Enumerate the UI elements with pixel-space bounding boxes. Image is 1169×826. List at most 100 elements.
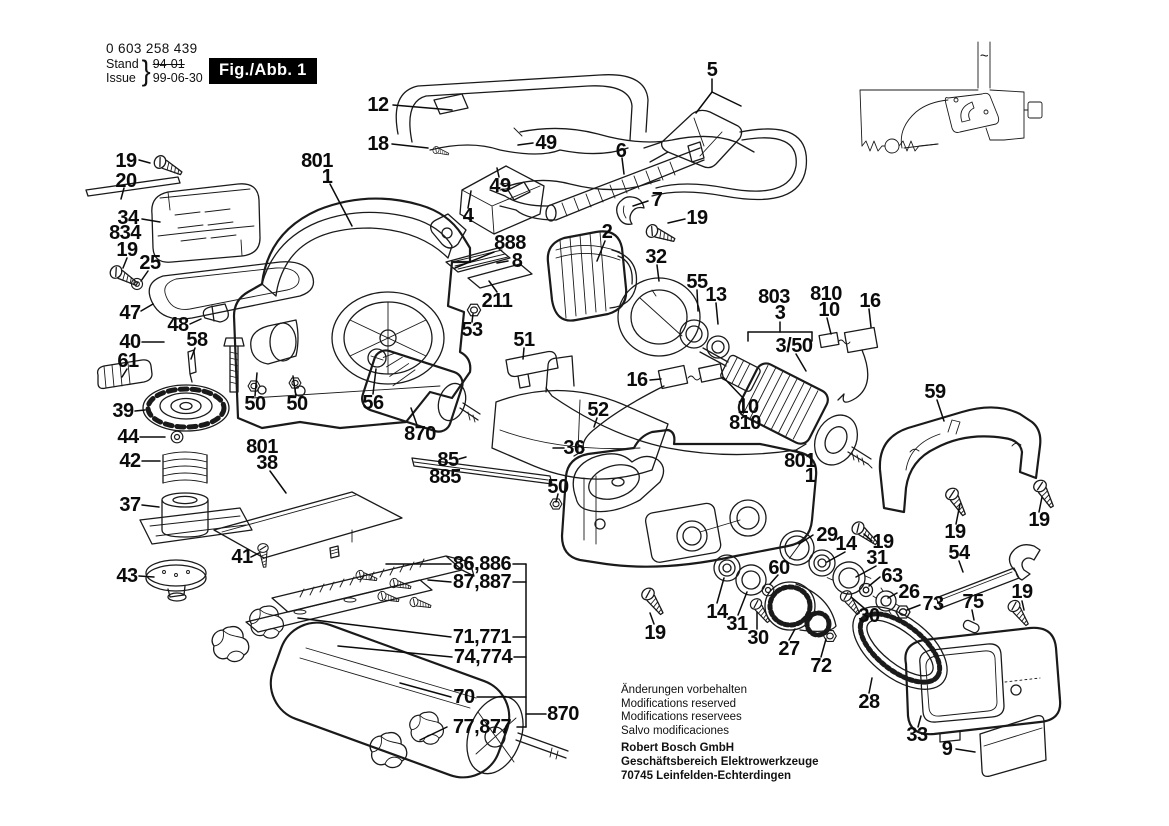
screw-19-art bbox=[643, 222, 678, 247]
leader-line bbox=[971, 609, 975, 621]
callout-49: 49 bbox=[489, 175, 511, 197]
leader-line bbox=[138, 575, 155, 578]
leader-line bbox=[372, 368, 377, 395]
callout-9: 9 bbox=[942, 738, 953, 760]
issue-value: 99-06-30 bbox=[152, 71, 203, 85]
callout-85: 85 bbox=[437, 449, 459, 471]
callout-10: 10 bbox=[737, 396, 759, 418]
ring-31-art bbox=[735, 564, 767, 596]
callout-86,886: 86,886 bbox=[453, 553, 512, 575]
callout-16: 16 bbox=[626, 369, 648, 391]
callout-834: 834 bbox=[109, 222, 142, 244]
leader-line bbox=[122, 257, 128, 269]
callout-14: 14 bbox=[706, 601, 729, 623]
leader-line bbox=[454, 251, 495, 269]
pulley-27-art bbox=[764, 581, 837, 638]
leader-line bbox=[458, 456, 467, 460]
leader-line bbox=[716, 577, 725, 604]
knob-77-art bbox=[211, 625, 250, 663]
callout-20: 20 bbox=[115, 170, 137, 192]
guide-cylinder-37-art bbox=[139, 492, 253, 545]
title-block: 0 603 258 439 Stand Issue } 94-01 99-06-… bbox=[106, 41, 203, 85]
leader-line bbox=[715, 302, 719, 325]
callout-56: 56 bbox=[362, 392, 384, 414]
leader-line bbox=[190, 347, 196, 360]
issue-label: Issue bbox=[106, 71, 136, 85]
callout-810: 810 bbox=[729, 412, 761, 434]
leader-line bbox=[649, 378, 662, 381]
screw-19-art bbox=[638, 585, 668, 619]
cord-protector-6-art bbox=[489, 141, 705, 222]
bearing-14-art bbox=[808, 549, 836, 577]
ring-29-art bbox=[779, 530, 815, 566]
callout-2: 2 bbox=[602, 221, 613, 243]
knob-77-art bbox=[369, 731, 408, 769]
callout-87,887: 87,887 bbox=[453, 571, 512, 593]
blade-85-art bbox=[411, 457, 553, 485]
bearing-14-art bbox=[713, 554, 741, 582]
leader-line bbox=[788, 628, 796, 641]
leader-line bbox=[555, 493, 559, 503]
callout-19: 19 bbox=[872, 531, 894, 553]
spring-wire-52-art bbox=[545, 387, 807, 457]
callout-77,877: 77,877 bbox=[453, 716, 512, 738]
callout-37: 37 bbox=[119, 494, 141, 516]
switch-4-art bbox=[430, 165, 545, 249]
leader-line bbox=[955, 748, 976, 753]
leader-line bbox=[887, 592, 898, 599]
callout-50: 50 bbox=[547, 476, 569, 498]
callout-48: 48 bbox=[167, 314, 189, 336]
leader-line bbox=[297, 617, 452, 638]
leader-line bbox=[955, 503, 961, 525]
screw-19-art bbox=[151, 153, 185, 180]
leader-line bbox=[826, 551, 846, 563]
leader-line bbox=[189, 318, 202, 325]
company-city: 70745 Leinfelden-Echterdingen bbox=[621, 769, 791, 782]
strip-20-art bbox=[85, 176, 181, 197]
screw-19-art bbox=[1030, 477, 1059, 511]
leader-line bbox=[419, 726, 448, 741]
callout-14: 14 bbox=[835, 533, 858, 555]
callout-5: 5 bbox=[707, 59, 718, 81]
callout-25: 25 bbox=[139, 252, 161, 274]
callout-60: 60 bbox=[768, 557, 790, 579]
callout-801: 801 bbox=[784, 450, 816, 472]
leader-line bbox=[121, 368, 128, 378]
callout-19: 19 bbox=[1028, 509, 1050, 531]
leader-line bbox=[596, 240, 606, 262]
callout-52: 52 bbox=[587, 399, 609, 421]
leader-line bbox=[667, 218, 686, 224]
callout-44: 44 bbox=[117, 426, 140, 448]
callout-54: 54 bbox=[948, 542, 971, 564]
leader-line bbox=[517, 142, 534, 146]
callout-38: 38 bbox=[256, 452, 278, 474]
leader-line bbox=[850, 596, 865, 609]
callout-75: 75 bbox=[962, 591, 984, 613]
leader-line bbox=[863, 533, 873, 542]
callout-16: 16 bbox=[859, 290, 881, 312]
leader-line bbox=[868, 576, 881, 587]
sole-plate-38-art bbox=[213, 491, 403, 559]
callout-33: 33 bbox=[906, 724, 928, 746]
leader-line bbox=[711, 91, 742, 107]
leader-line bbox=[820, 638, 827, 658]
notes-block: Änderungen vorbehalten Modifications res… bbox=[621, 684, 819, 783]
handle-cover-47-art bbox=[148, 261, 315, 320]
callout-~: ~ bbox=[980, 48, 989, 65]
callout-13: 13 bbox=[705, 284, 727, 306]
note-line: Modifications reserved bbox=[621, 697, 737, 710]
cutter-drum-70-art bbox=[269, 621, 569, 779]
screw-19-art bbox=[942, 485, 971, 519]
callout-39: 39 bbox=[112, 400, 134, 422]
callout-12: 12 bbox=[367, 94, 389, 116]
leader-line bbox=[134, 409, 146, 412]
callout-870: 870 bbox=[547, 703, 579, 725]
leader-line bbox=[917, 715, 922, 728]
callout-31: 31 bbox=[726, 613, 748, 635]
cord-clamp-7-art bbox=[616, 196, 645, 225]
leader-line bbox=[855, 565, 877, 578]
leader-line bbox=[250, 552, 260, 558]
leader-line bbox=[696, 289, 699, 312]
